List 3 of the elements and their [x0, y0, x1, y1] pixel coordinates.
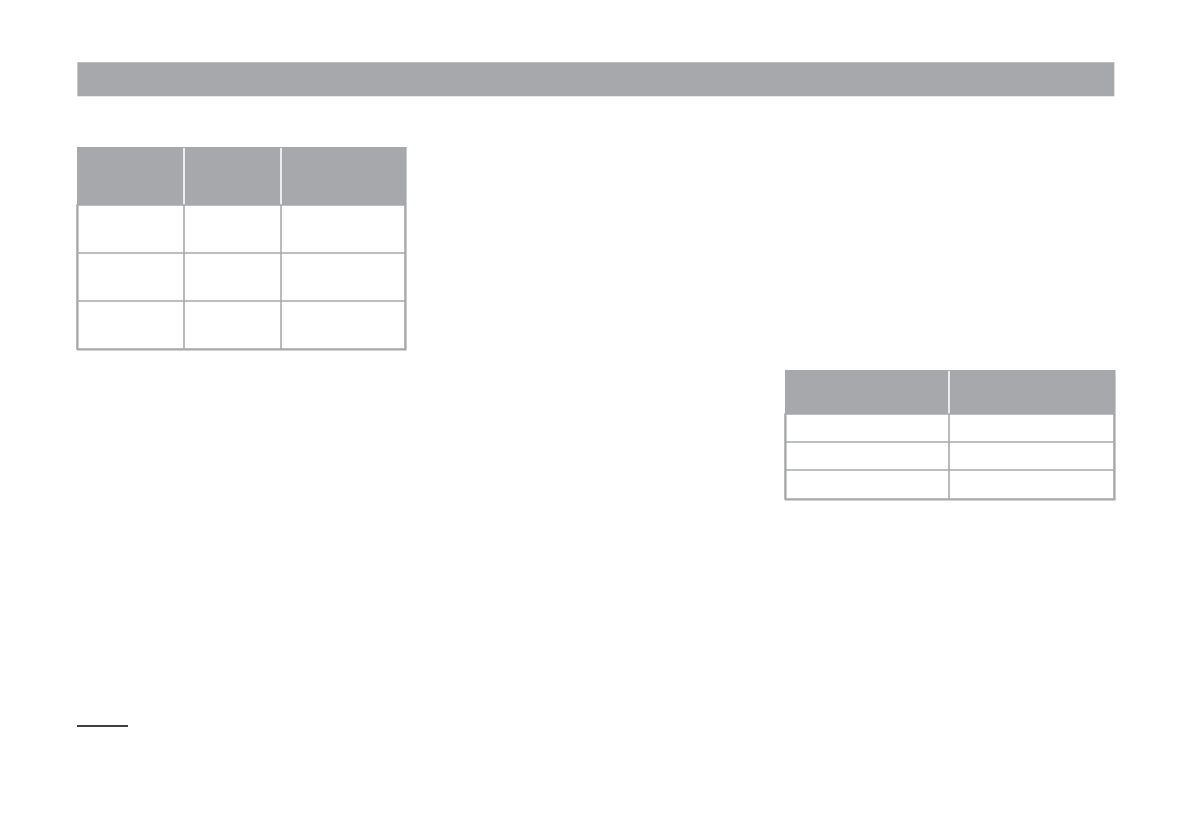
table [784, 370, 1116, 501]
header-band [77, 62, 1115, 97]
table [76, 147, 407, 351]
